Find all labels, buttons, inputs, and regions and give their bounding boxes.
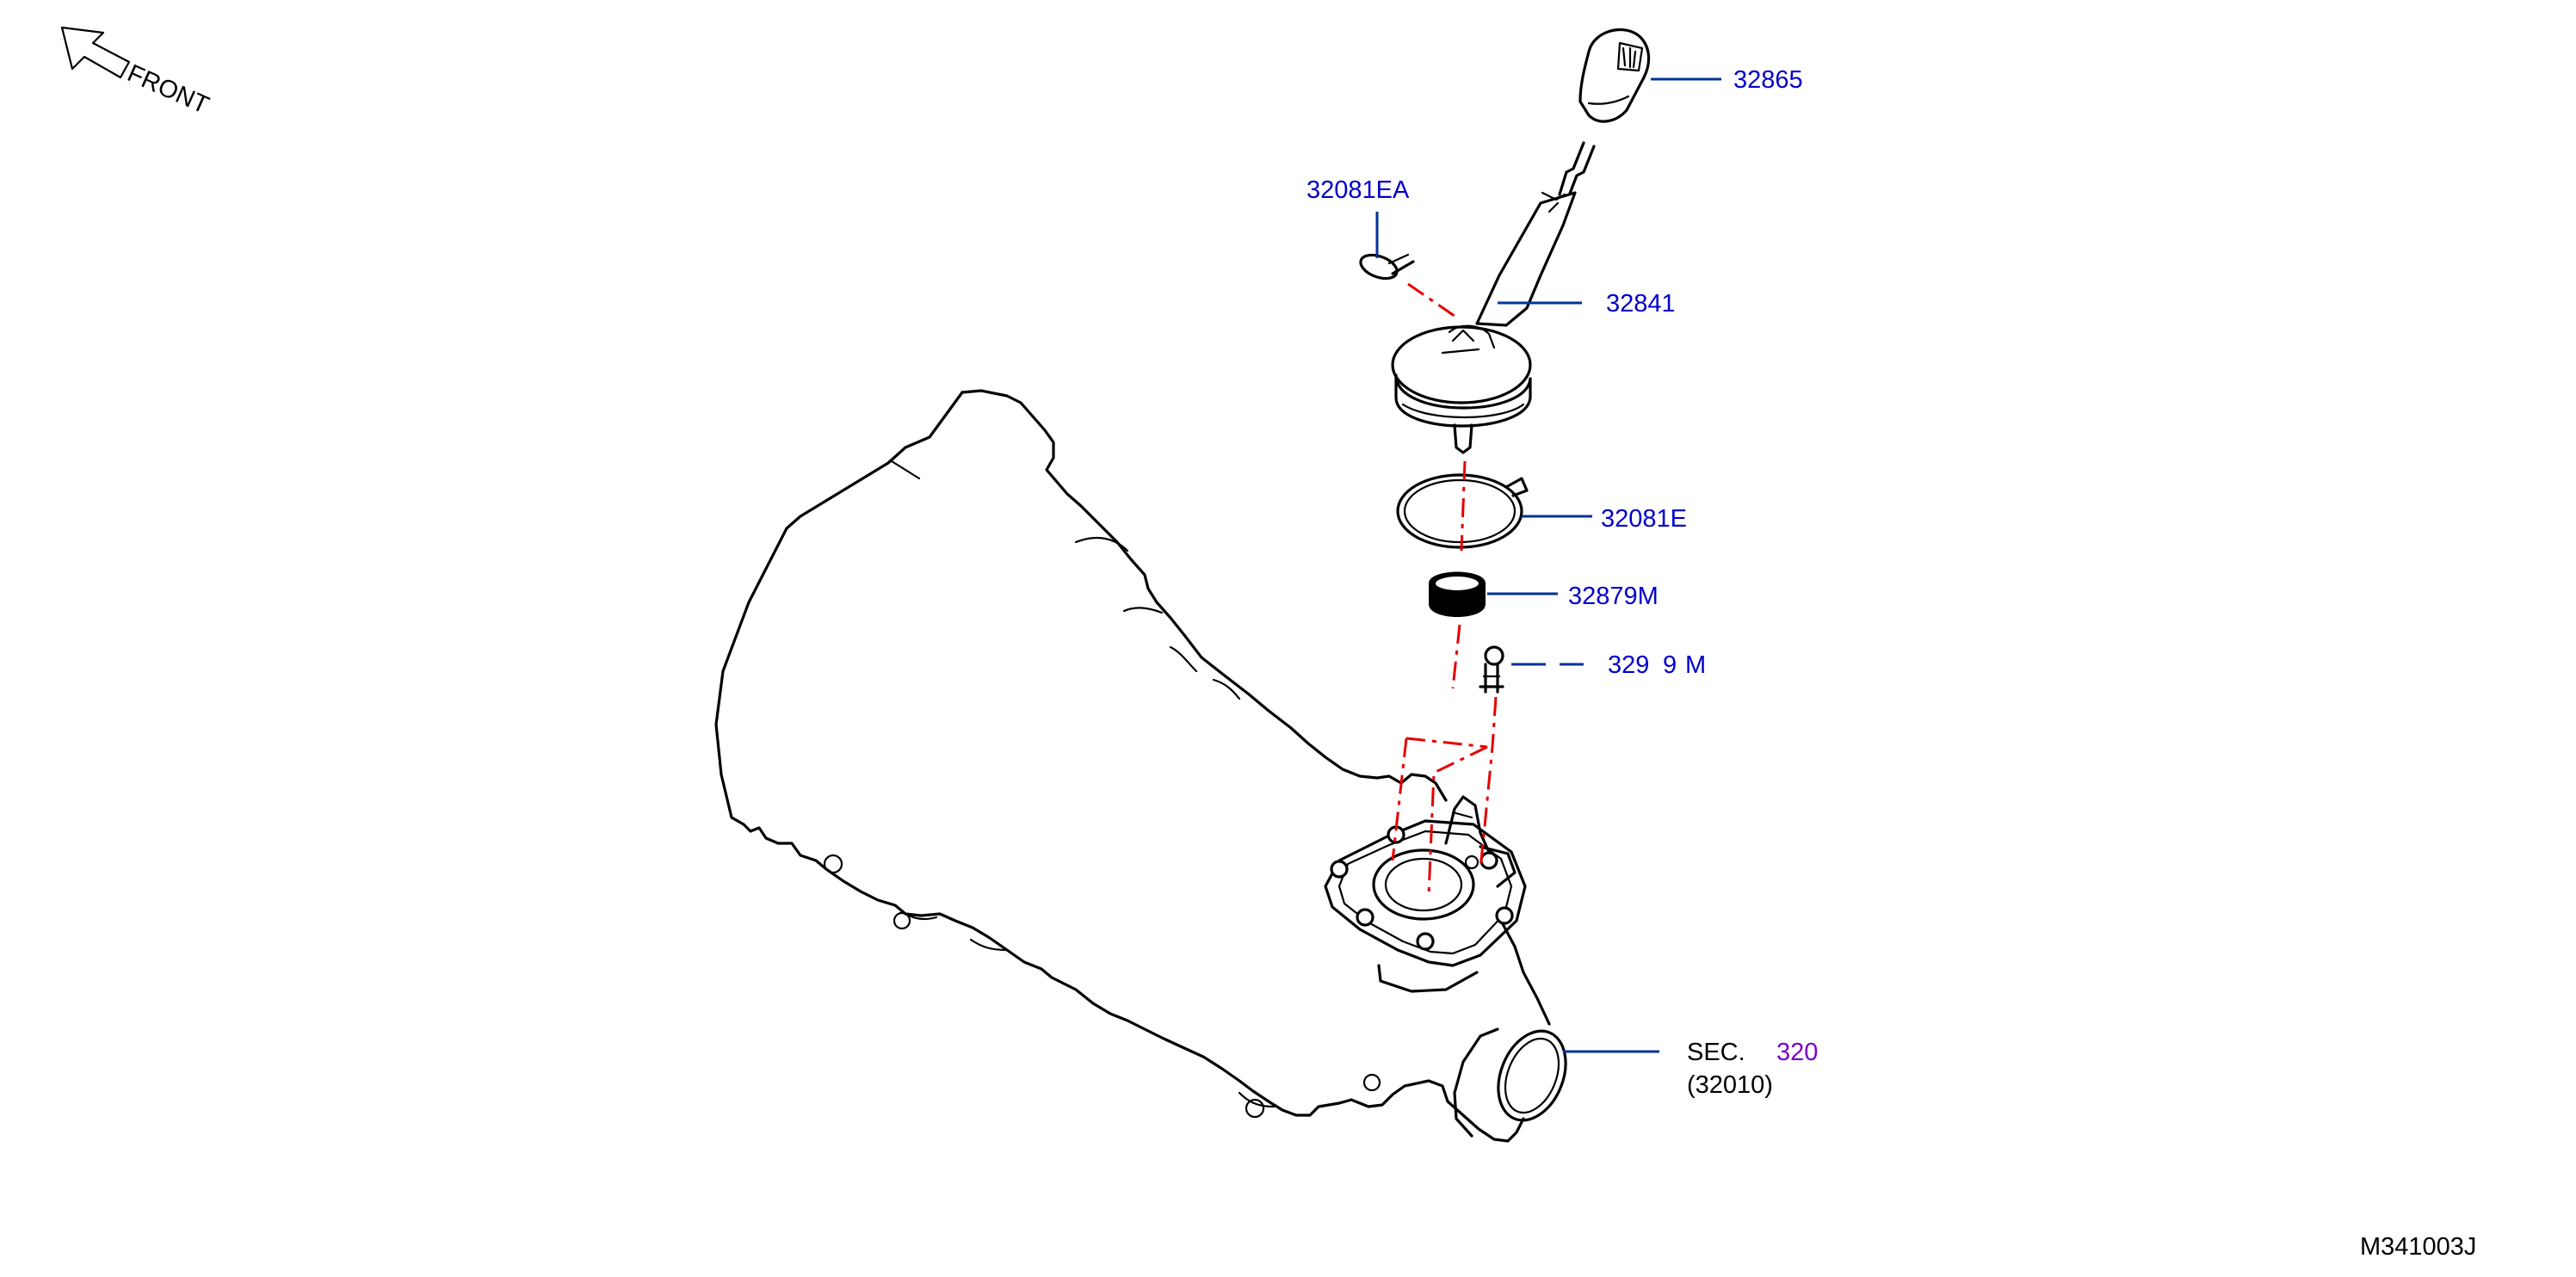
shift-knob: [1578, 28, 1651, 123]
bushing: [1429, 571, 1486, 617]
part-label-clip: 32081EA: [1307, 176, 1410, 204]
boot-band: [1396, 473, 1529, 549]
transmission-housing: [714, 389, 1525, 1143]
pin: [1479, 645, 1504, 694]
part-label-knob: 32865: [1733, 66, 1803, 94]
part-label-pin: 329: [1608, 651, 1649, 679]
part-label-pin-suffix2: M: [1685, 651, 1706, 679]
assembly-centerlines: [1391, 282, 1498, 896]
part-label-bushing: 32879M: [1568, 583, 1659, 610]
shift-tower-base: [1324, 795, 1551, 1026]
front-arrow-icon: [60, 26, 131, 79]
section-ref-number: 320: [1776, 1039, 1818, 1066]
section-ref-sub: (32010): [1687, 1071, 1773, 1099]
diagram-code: M341003J: [2360, 1233, 2476, 1261]
front-label: FRONT: [123, 59, 213, 120]
part-label-lever: 32841: [1606, 290, 1676, 318]
part-label-pin-suffix: 9: [1663, 651, 1677, 679]
part-label-boot-band: 32081E: [1601, 505, 1687, 533]
shift-lever: [1391, 141, 1596, 454]
leader-lines: [1375, 77, 1721, 1053]
output-flange: [1453, 1027, 1567, 1138]
clip: [1359, 253, 1415, 281]
section-ref-prefix: SEC.: [1687, 1039, 1745, 1066]
